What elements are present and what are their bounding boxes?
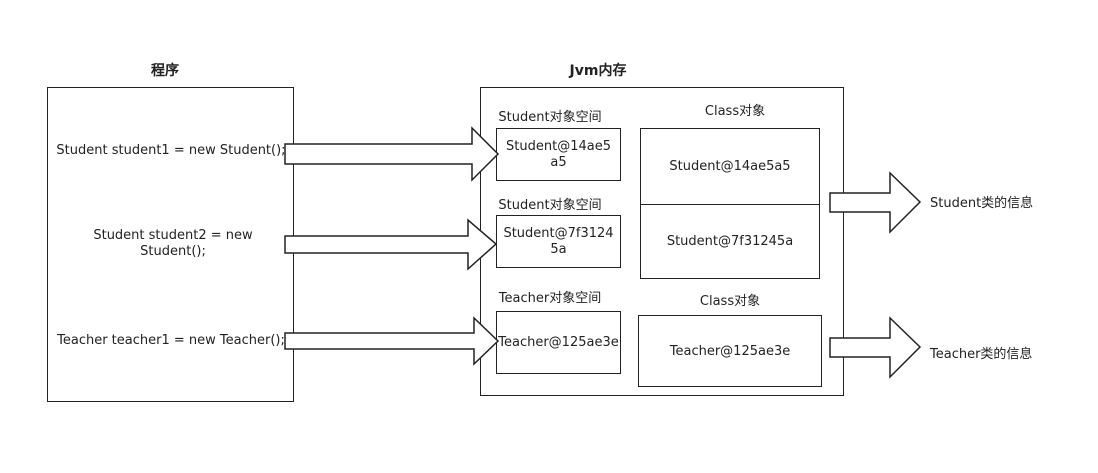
space-object-2-text: Student@7f31245a	[503, 225, 614, 257]
class-object-1-cell-2-text: Student@7f31245a	[666, 233, 794, 249]
program-line-2: Student student2 = new Student();	[93, 228, 253, 259]
space-label-1: Student对象空间	[498, 110, 602, 125]
space-label-2: Student对象空间	[498, 198, 602, 213]
space-label-3: Teacher对象空间	[498, 291, 602, 306]
class-label-2: Class对象	[699, 294, 761, 309]
program-line-1: Student student1 = new Student();	[56, 143, 286, 158]
info-student: Student类的信息	[930, 196, 1034, 211]
class-object-1-cell-1-text: Student@14ae5a5	[669, 159, 791, 174]
jvm-title: Jvm内存	[569, 63, 627, 79]
class-object-2: Teacher@125ae3e	[638, 315, 822, 387]
program-title: 程序	[151, 63, 179, 79]
class-object-1: Student@14ae5a5 Student@7f31245a	[640, 128, 820, 279]
info-teacher: Teacher类的信息	[930, 347, 1033, 362]
space-object-2: Student@7f31245a	[496, 215, 621, 268]
program-line-3: Teacher teacher1 = new Teacher();	[57, 333, 285, 348]
class-label-1: Class对象	[704, 104, 766, 119]
space-object-3-text: Teacher@125ae3e	[498, 335, 619, 350]
space-object-3: Teacher@125ae3e	[496, 311, 621, 374]
class-object-1-cell-1: Student@14ae5a5	[641, 129, 819, 205]
class-object-1-cell-2: Student@7f31245a	[641, 205, 819, 277]
space-object-1-text: Student@14ae5a5	[506, 138, 611, 170]
class-object-2-text: Teacher@125ae3e	[669, 343, 791, 359]
